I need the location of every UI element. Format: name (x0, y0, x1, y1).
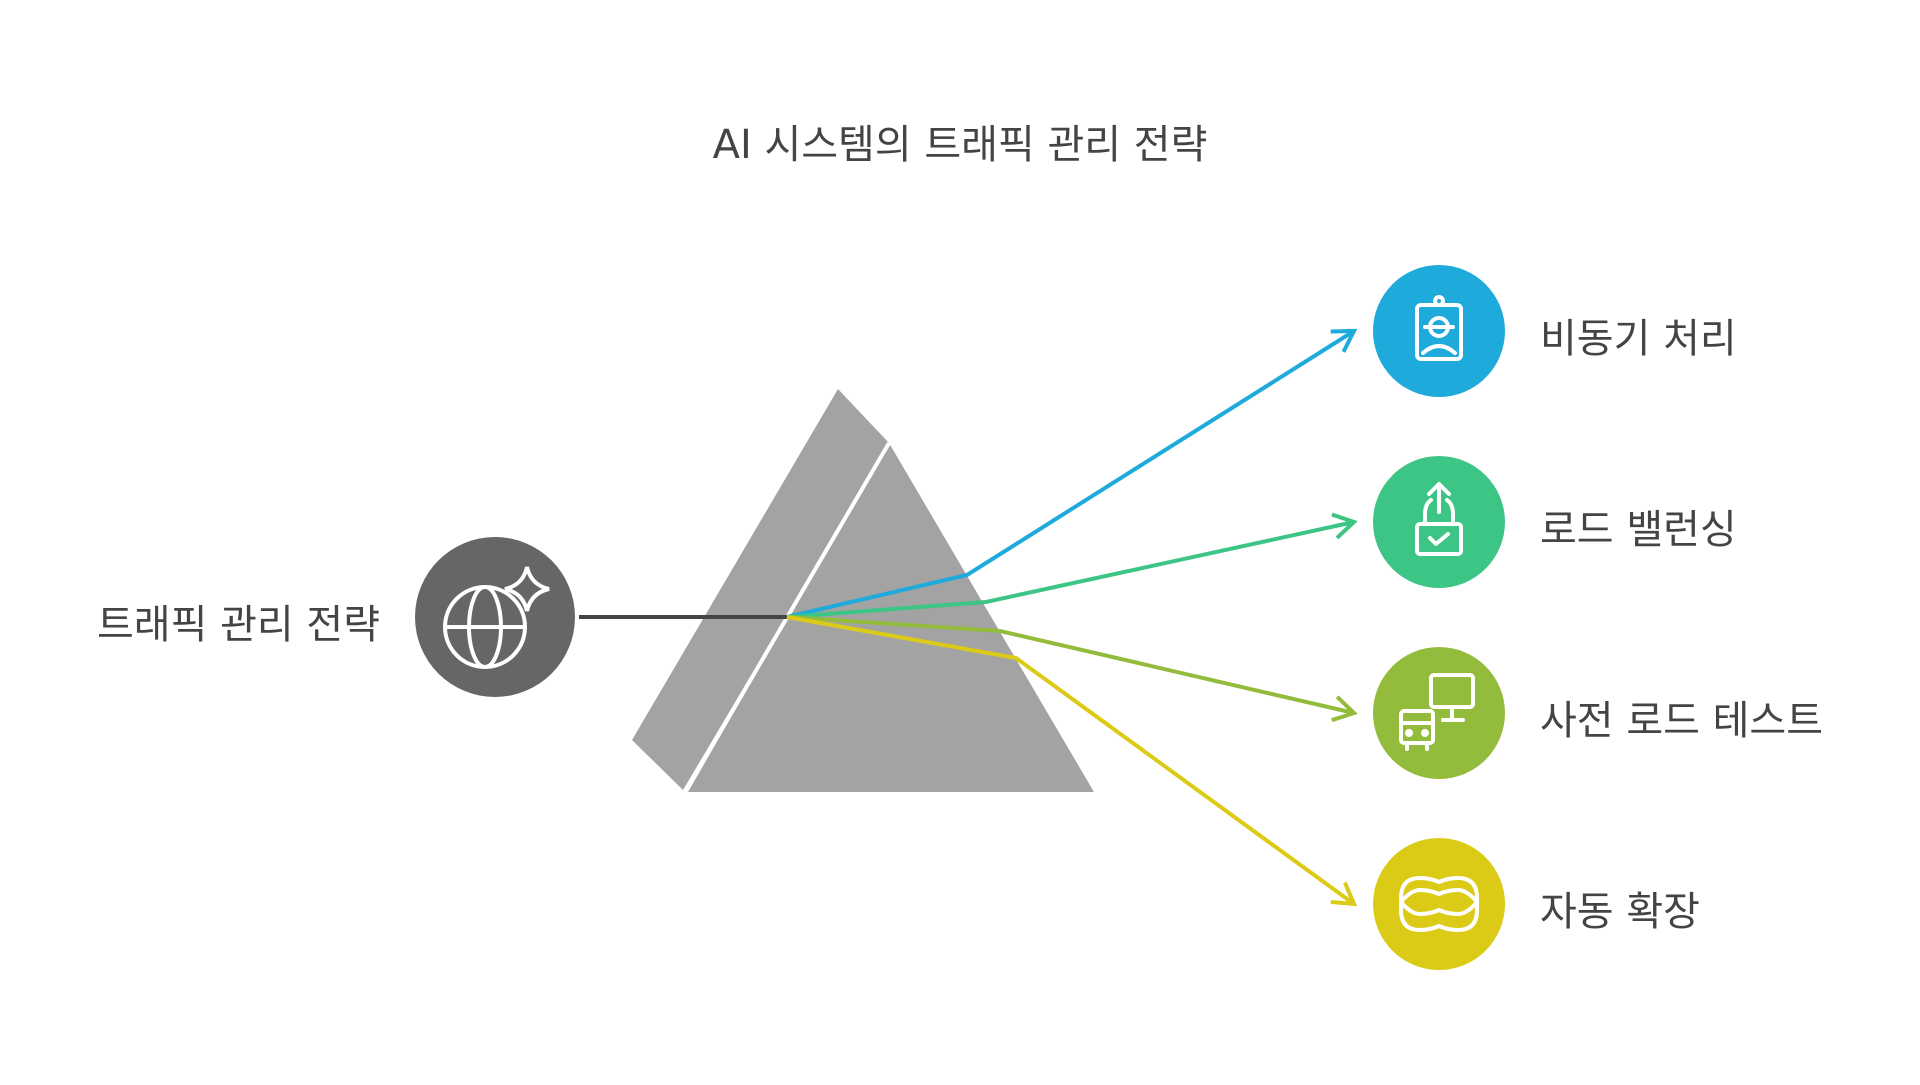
arrowhead-icon (1330, 328, 1358, 353)
output-node-0 (1373, 265, 1505, 397)
diagram-title: AI 시스템의 트래픽 관리 전략 (712, 122, 1208, 168)
output-label-preload-test: 사전 로드 테스트 (1540, 698, 1824, 744)
output-node-1 (1373, 456, 1505, 588)
arrowhead-icon (1330, 881, 1358, 907)
source-label: 트래픽 관리 전략 (96, 602, 380, 648)
output-beam-2 (786, 615, 1355, 715)
lock-upload-icon (1415, 482, 1463, 556)
arrowhead-icon (1331, 695, 1358, 723)
output-label-load-balancing: 로드 밸런싱 (1540, 507, 1737, 553)
output-beam-0 (786, 329, 1356, 619)
output-node-2 (1373, 647, 1505, 779)
output-beam-1 (786, 520, 1355, 619)
prism-front-face (688, 443, 1094, 792)
bus-monitor-icon (1399, 673, 1475, 751)
source-node (415, 537, 575, 697)
arrowhead-icon (1331, 512, 1358, 540)
output-label-autoscale: 자동 확장 (1540, 889, 1700, 935)
expand-ring-icon (1399, 876, 1479, 932)
output-label-async: 비동기 처리 (1540, 316, 1737, 362)
output-beam-3 (786, 615, 1356, 906)
output-node-3 (1373, 838, 1505, 970)
id-badge-person-icon (1415, 295, 1463, 361)
prism-back-face (632, 389, 889, 790)
globe-sparkle-icon (443, 566, 550, 669)
